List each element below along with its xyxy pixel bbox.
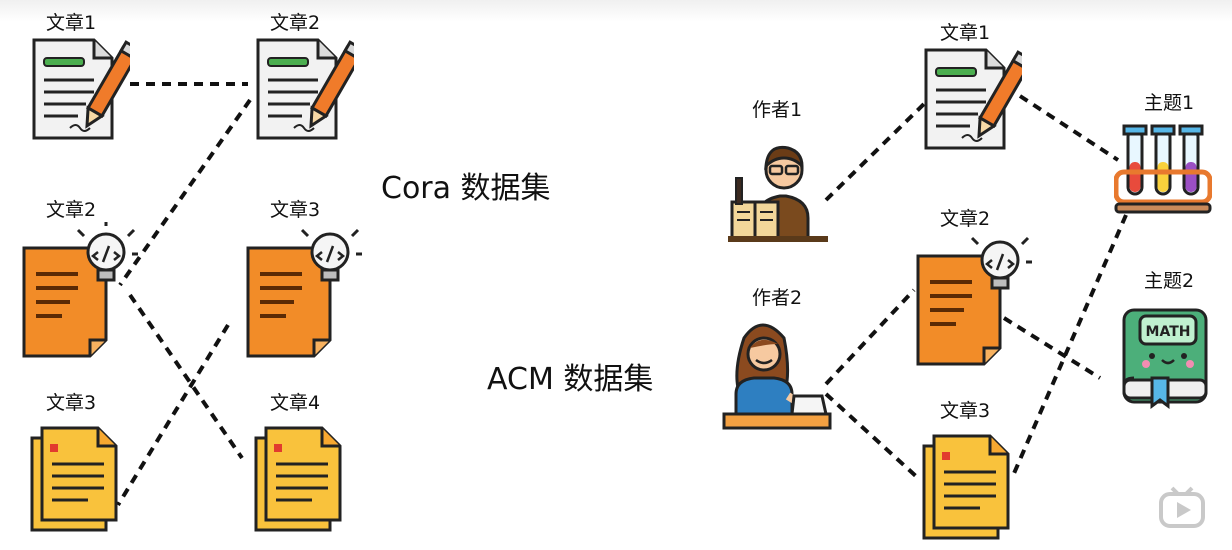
acm-paper3-label: 文章3 [940,400,991,422]
document-lightbulb-icon [246,228,362,358]
acm-author2-label: 作者2 [752,287,803,309]
man-reading-icon [728,145,828,242]
acm-paper1-label: 文章1 [940,22,991,44]
document-lightbulb-icon [916,236,1032,366]
acm-topic1-label: 主题1 [1144,92,1195,114]
edge-acm-paper2-topic2 [1002,316,1102,380]
video-platform-watermark-icon [1159,486,1205,528]
edge-cora-paper1-paper3 [118,98,252,287]
top-band [0,0,1232,22]
document-stack-icon [30,426,118,532]
cora-left-paper3-label: 文章3 [46,392,97,414]
edge-cora-paper3-paper3 [116,323,230,507]
document-pen-icon [256,38,354,140]
cora-dataset-title: Cora 数据集 [381,171,551,206]
cora-left-paper2-label: 文章2 [46,199,97,221]
edge-acm-author2-paper3 [824,392,920,480]
cora-right-paper2-label: 文章2 [270,12,321,34]
cora-right-paper3-label: 文章3 [270,199,321,221]
acm-paper2-label: 文章2 [940,208,991,230]
document-stack-icon [922,434,1010,540]
edge-acm-author1-paper1 [824,98,930,202]
document-pen-icon [32,38,130,140]
acm-dataset-title: ACM 数据集 [487,362,654,397]
acm-author1-label: 作者1 [752,99,803,121]
document-lightbulb-icon [22,222,138,358]
edge-acm-paper1-topic1 [1018,94,1120,162]
cora-left-paper1-label: 文章1 [46,12,97,34]
document-pen-icon [924,48,1022,150]
edge-cora-paper2-paper4 [128,293,244,460]
woman-writing-icon [722,323,832,430]
cora-right-paper4-label: 文章4 [270,392,321,414]
math-book-label: MATH [1146,324,1191,340]
edge-acm-author2-paper2 [824,288,916,386]
test-tubes-icon [1114,124,1212,214]
acm-topic2-label: 主题2 [1144,270,1195,292]
math-book-icon: MATH [1122,308,1208,409]
document-stack-icon [254,426,342,532]
